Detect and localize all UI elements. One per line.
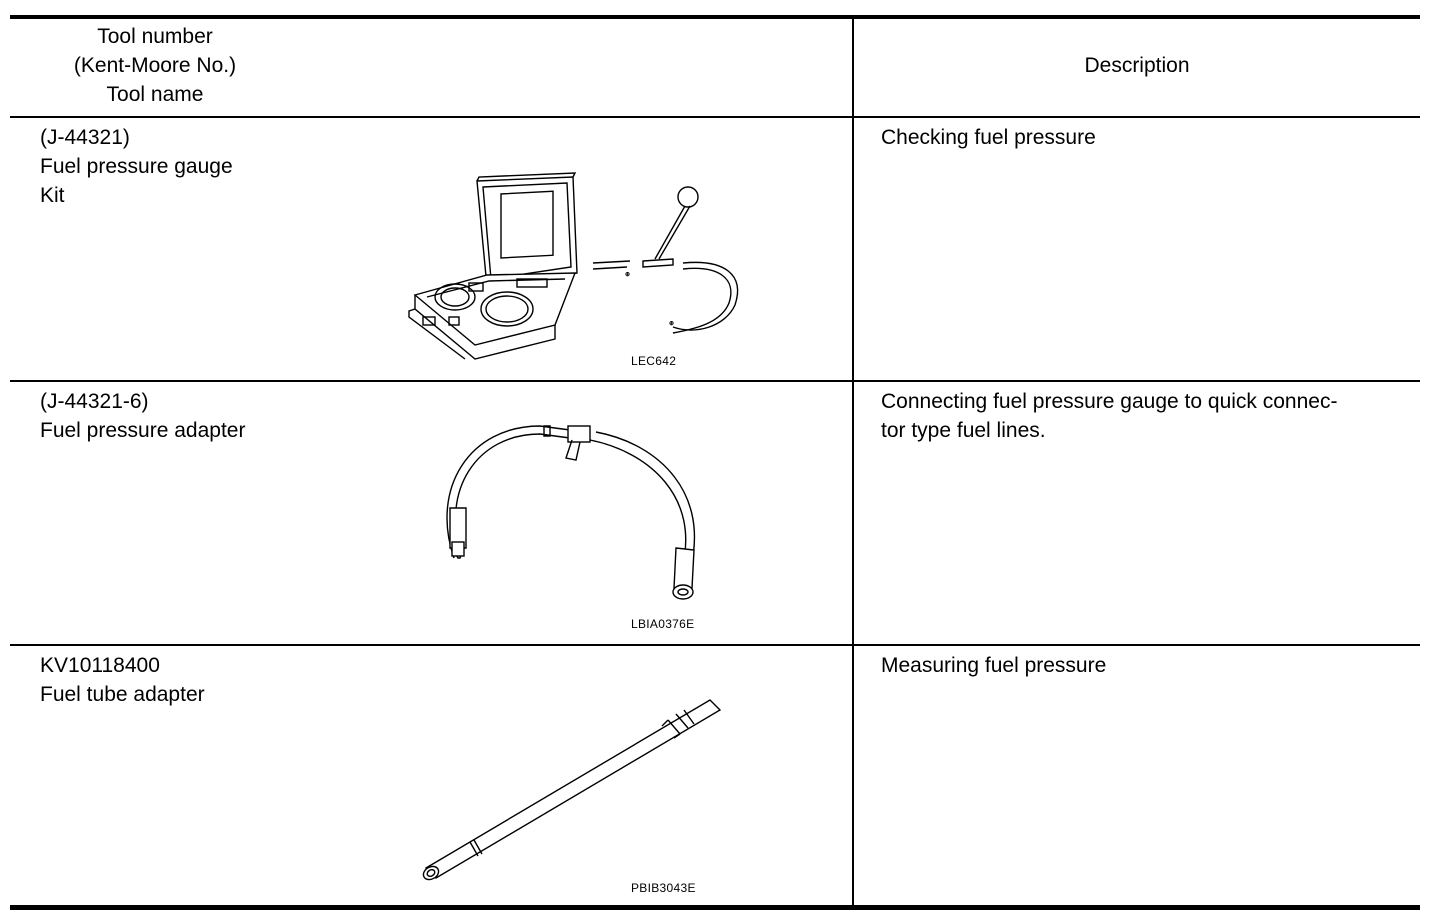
description-text: Connecting fuel pressure gauge to quick … [881, 390, 1338, 413]
header-divider [10, 116, 1420, 118]
figure-code: PBIB3043E [631, 881, 696, 895]
table-row-3-description: Measuring fuel pressure [881, 651, 1401, 680]
tool-number: (J-44321-6) [40, 390, 149, 413]
header-tool-column: Tool number (Kent-Moore No.) Tool name [10, 22, 300, 109]
header-kent-moore: (Kent-Moore No.) [73, 54, 237, 77]
figure-code: LEC642 [631, 354, 677, 368]
svg-text:⊕: ⊕ [669, 321, 674, 327]
tool-name: Fuel pressure adapter [40, 419, 246, 442]
table-row-3-tool: KV10118400 Fuel tube adapter [40, 651, 205, 709]
figure-code: LBIA0376E [631, 617, 695, 631]
tool-number: KV10118400 [40, 654, 160, 677]
header-tool-name: Tool name [106, 83, 204, 106]
header-description: Description [1084, 54, 1190, 77]
row-divider-2 [10, 644, 1420, 646]
tool-number: (J-44321) [40, 126, 130, 149]
table-bottom-rule [10, 905, 1420, 910]
fuel-tube-adapter-illustration [418, 692, 738, 892]
tool-name: Fuel pressure gauge [40, 155, 233, 178]
header-tool-number: Tool number [97, 25, 213, 48]
description-text: Checking fuel pressure [881, 126, 1096, 149]
description-text: Measuring fuel pressure [881, 654, 1107, 677]
description-text-cont: tor type fuel lines. [881, 419, 1046, 442]
row-divider-1 [10, 380, 1420, 382]
tool-name: Fuel tube adapter [40, 683, 205, 706]
column-divider [852, 17, 854, 907]
svg-text:⊕: ⊕ [625, 272, 630, 278]
fuel-pressure-adapter-hose-illustration [430, 418, 700, 608]
table-row-1-tool: (J-44321) Fuel pressure gauge Kit [40, 123, 233, 210]
table-row-2-tool: (J-44321-6) Fuel pressure adapter [40, 387, 245, 445]
tool-name-cont: Kit [40, 184, 65, 207]
table-row-1-description: Checking fuel pressure [881, 123, 1401, 152]
table-row-2-description: Connecting fuel pressure gauge to quick … [881, 387, 1401, 445]
gauge-kit-case-illustration: ⊕ ⊕ [405, 172, 745, 360]
table-top-rule [10, 15, 1420, 19]
